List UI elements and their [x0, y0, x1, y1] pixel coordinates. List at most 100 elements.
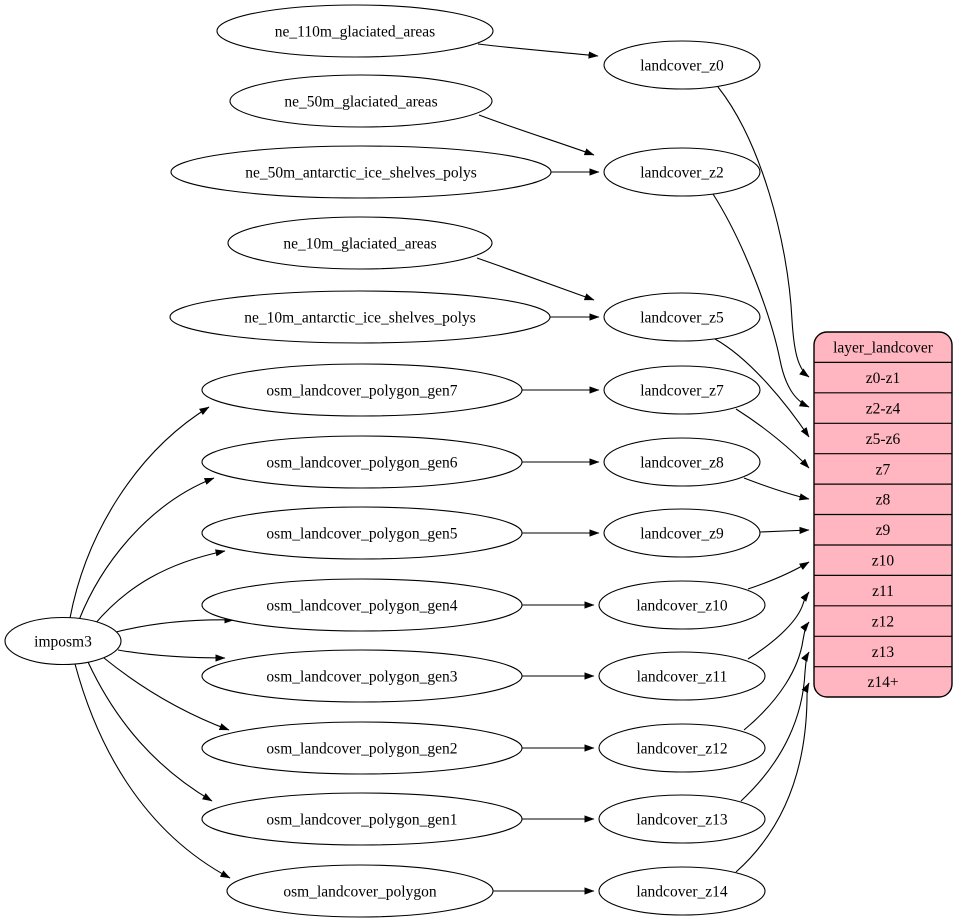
node-osm-landcover-polygon-gen3: osm_landcover_polygon_gen3 [201, 649, 523, 703]
table-row-z13: z13 [872, 644, 895, 661]
osm-landcover-polygon-gen3-ellipse [201, 649, 523, 703]
osm-landcover-polygon-gen6-ellipse [201, 435, 523, 489]
ne-10m-glaciated-areas-label: ne_10m_glaciated_areas [283, 236, 436, 253]
landcover-z11-label: landcover_z11 [637, 669, 728, 686]
node-ne-50m-antarctic-ice-shelves-polys: ne_50m_antarctic_ice_shelves_polys [170, 145, 552, 199]
table-row-z7: z7 [876, 462, 891, 479]
osm-landcover-polygon-gen4-ellipse [201, 578, 523, 632]
osm-landcover-polygon-gen2-ellipse [201, 721, 523, 775]
edge-z2-to-row-z2-z4 [712, 193, 810, 408]
node-osm-landcover-polygon-gen1: osm_landcover_polygon_gen1 [201, 792, 523, 846]
osm-landcover-polygon-gen7-label: osm_landcover_polygon_gen7 [266, 383, 457, 400]
node-landcover-z2: landcover_z2 [603, 147, 761, 197]
ne-110m-glaciated-areas-label: ne_110m_glaciated_areas [275, 24, 435, 41]
landcover-z11-ellipse [598, 651, 766, 701]
landcover-z5-ellipse [603, 292, 761, 342]
edge-z0-to-row-z0-z1 [717, 86, 810, 378]
node-group: imposm3 ne_110m_glaciated_areas ne_50m_g… [4, 4, 766, 918]
node-ne-110m-glaciated-areas: ne_110m_glaciated_areas [216, 4, 494, 58]
ne-110m-glaciated-areas-ellipse [216, 4, 494, 58]
edge-imposm3-to-gen2 [103, 657, 230, 731]
table-row-z9: z9 [876, 522, 891, 539]
node-landcover-z13: landcover_z13 [598, 794, 766, 844]
landcover-z14-label: landcover_z14 [636, 884, 727, 901]
node-osm-landcover-polygon-gen7: osm_landcover_polygon_gen7 [201, 363, 523, 417]
landcover-z9-ellipse [603, 508, 761, 558]
ne-50m-glaciated-areas-ellipse [229, 74, 493, 128]
node-osm-landcover-polygon: osm_landcover_polygon [226, 864, 494, 918]
node-ne-10m-glaciated-areas: ne_10m_glaciated_areas [227, 216, 493, 270]
landcover-z8-label: landcover_z8 [640, 455, 724, 472]
edge-ne10m-glaciated-to-z5 [476, 257, 595, 301]
landcover-z10-ellipse [598, 580, 766, 630]
node-landcover-z14: landcover_z14 [598, 866, 766, 916]
landcover-z0-label: landcover_z0 [640, 58, 724, 75]
edge-imposm3-to-gen1 [87, 661, 213, 802]
osm-landcover-polygon-gen3-label: osm_landcover_polygon_gen3 [266, 669, 457, 686]
landcover-z12-ellipse [598, 723, 766, 773]
edge-imposm3-to-gen7 [69, 406, 210, 619]
table-row-z0-z1: z0-z1 [866, 370, 900, 387]
landcover-z5-label: landcover_z5 [640, 310, 724, 327]
landcover-z7-label: landcover_z7 [640, 383, 724, 400]
ne-10m-antarctic-ice-shelves-polys-label: ne_10m_antarctic_ice_shelves_polys [244, 310, 476, 327]
ne-50m-antarctic-ice-shelves-polys-label: ne_50m_antarctic_ice_shelves_polys [245, 165, 477, 182]
table-row-z8: z8 [876, 492, 891, 509]
osm-landcover-polygon-gen2-label: osm_landcover_polygon_gen2 [266, 741, 457, 758]
edge-imposm3-to-polygon [74, 663, 231, 879]
landcover-z14-ellipse [598, 866, 766, 916]
node-landcover-z7: landcover_z7 [603, 365, 761, 415]
table-row-z11: z11 [872, 583, 894, 600]
node-landcover-z12: landcover_z12 [598, 723, 766, 773]
table-row-z5-z6: z5-z6 [866, 431, 901, 448]
layer-landcover-table: layer_landcover z0-z1 z2-z4 z5-z6 z7 z8 … [813, 331, 953, 698]
landcover-z13-ellipse [598, 794, 766, 844]
osm-landcover-polygon-gen1-label: osm_landcover_polygon_gen1 [266, 812, 457, 829]
osm-landcover-polygon-gen5-label: osm_landcover_polygon_gen5 [266, 526, 457, 543]
ne-50m-glaciated-areas-label: ne_50m_glaciated_areas [284, 94, 437, 111]
edge-imposm3-to-gen6 [78, 477, 215, 621]
layer-landcover-title: layer_landcover [833, 340, 934, 357]
landcover-z8-ellipse [603, 437, 761, 487]
landcover-z2-ellipse [603, 147, 761, 197]
osm-landcover-polygon-gen6-label: osm_landcover_polygon_gen6 [266, 455, 457, 472]
edge-z9-to-row-z9 [759, 526, 810, 534]
landcover-z10-label: landcover_z10 [636, 598, 727, 615]
edge-ne110m-to-z0 [477, 43, 599, 59]
osm-landcover-polygon-ellipse [226, 864, 494, 918]
node-landcover-z0: landcover_z0 [603, 40, 761, 90]
node-osm-landcover-polygon-gen2: osm_landcover_polygon_gen2 [201, 721, 523, 775]
node-osm-landcover-polygon-gen6: osm_landcover_polygon_gen6 [201, 435, 523, 489]
edge-z10-to-row-z10 [747, 561, 810, 590]
edge-imposm3-to-gen5 [93, 549, 226, 626]
table-row-z2-z4: z2-z4 [866, 401, 901, 418]
table-row-z14plus: z14+ [867, 674, 898, 691]
imposm3-ellipse [4, 616, 122, 666]
edge-ne50m-glaciated-to-z2 [478, 114, 595, 156]
landcover-z13-label: landcover_z13 [636, 812, 727, 829]
node-ne-50m-glaciated-areas: ne_50m_glaciated_areas [229, 74, 493, 128]
node-ne-10m-antarctic-ice-shelves-polys: ne_10m_antarctic_ice_shelves_polys [169, 290, 551, 344]
imposm3-label: imposm3 [34, 634, 92, 651]
osm-landcover-polygon-gen4-label: osm_landcover_polygon_gen4 [266, 598, 457, 615]
edge-z12-to-row-z12 [743, 621, 810, 731]
node-landcover-z9: landcover_z9 [603, 508, 761, 558]
edge-z7-to-row-z7 [735, 408, 810, 469]
edge-z14-to-row-z14plus [735, 682, 810, 873]
osm-landcover-polygon-gen7-ellipse [201, 363, 523, 417]
landcover-z2-label: landcover_z2 [640, 165, 724, 182]
ne-10m-glaciated-areas-ellipse [227, 216, 493, 270]
ne-10m-antarctic-ice-shelves-polys-ellipse [169, 290, 551, 344]
table-row-z12: z12 [872, 614, 894, 631]
node-landcover-z5: landcover_z5 [603, 292, 761, 342]
node-landcover-z10: landcover_z10 [598, 580, 766, 630]
node-imposm3: imposm3 [4, 616, 122, 666]
edge-z11-to-row-z11 [747, 591, 810, 660]
osm-landcover-polygon-label: osm_landcover_polygon [283, 884, 437, 901]
edge-z5-to-row-z5-z6 [714, 338, 810, 438]
table-row-z10: z10 [872, 553, 895, 570]
landcover-z7-ellipse [603, 365, 761, 415]
edge-group [69, 43, 810, 895]
node-osm-landcover-polygon-gen4: osm_landcover_polygon_gen4 [201, 578, 523, 632]
